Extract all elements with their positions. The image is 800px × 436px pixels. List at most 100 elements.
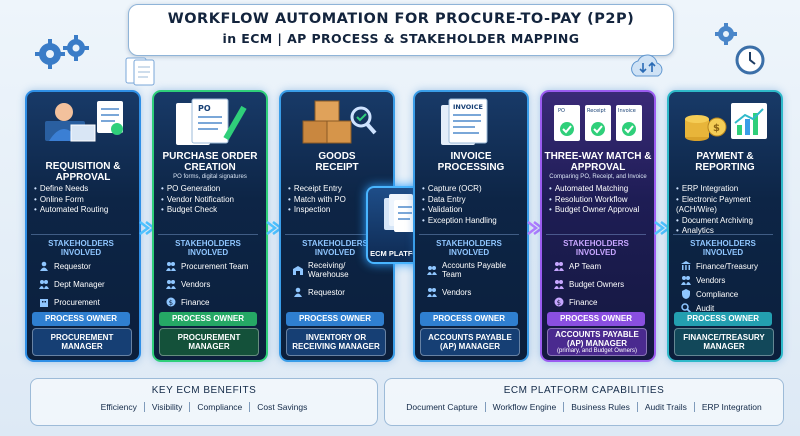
doc-label-po: PO — [558, 108, 565, 114]
people-icon — [39, 280, 49, 289]
stage-invoice-processing: INVOICE Invoice Processing Capture (OCR)… — [413, 90, 529, 362]
people-icon — [554, 262, 564, 271]
task-item: Exception Handling — [422, 216, 518, 227]
stakeholders-panel: Stakeholders Involved Finance/Treasury V… — [673, 234, 773, 313]
task-item: Budget Check — [161, 205, 257, 216]
people-icon — [554, 280, 564, 289]
process-owner-label: Process Owner — [674, 312, 772, 326]
people-icon — [427, 266, 437, 275]
stage-three-way-match: PO Receipt Invoice Three-Way Match & App… — [540, 90, 656, 362]
dollar-icon: $ — [166, 297, 176, 307]
benefit-item: Visibility — [143, 402, 190, 412]
people-icon — [427, 288, 437, 297]
platform-capabilities-panel: ECM Platform Capabilities Document Captu… — [384, 378, 784, 426]
stakeholder-item: $Finance — [166, 297, 258, 307]
stage-title: Three-Way Match & ApprovalComparing PO, … — [542, 151, 654, 181]
task-item: Budget Owner Approval — [549, 205, 645, 216]
capability-item: ERP Integration — [693, 402, 769, 412]
process-owner-name: Procurement Manager — [159, 328, 259, 356]
stage-subtitle: Comparing PO, Receipt, and Invoice — [549, 174, 647, 180]
benefit-item: Cost Savings — [249, 402, 314, 412]
gears-icon — [35, 35, 89, 69]
process-owner-label: Process Owner — [286, 312, 384, 326]
page-title: WORKFLOW AUTOMATION FOR PROCURE-TO-PAY (… — [167, 11, 635, 27]
stage-subtitle: PO forms, digital signatures — [173, 174, 247, 180]
stakeholders-panel: Stakeholders Involved Receiving/ Warehou… — [285, 234, 385, 311]
invoice-document-icon: INVOICE — [441, 98, 488, 145]
process-owner-label: Process Owner — [159, 312, 257, 326]
task-list: ERP Integration Electronic Payment (ACH/… — [676, 184, 772, 237]
bank-icon — [681, 261, 691, 270]
task-item: Match with PO — [288, 195, 384, 206]
task-item: Electronic Payment (ACH/Wire) — [676, 195, 768, 216]
person-icon — [40, 261, 48, 271]
stakeholders-panel: Stakeholders Involved Requestor Dept Man… — [31, 234, 131, 311]
person-laptop-icon — [45, 101, 123, 142]
capability-item: Document Capture — [406, 402, 478, 412]
stakeholders-title: Stakeholders Involved — [690, 239, 756, 257]
task-item: Vendor Notification — [161, 195, 257, 206]
benefit-item: Efficiency — [100, 402, 137, 412]
documents-icon — [125, 57, 155, 86]
task-item: Analytics — [676, 226, 772, 237]
task-item: Data Entry — [422, 195, 518, 206]
stakeholder-item: Procurement — [39, 297, 131, 307]
task-item: Online Form — [34, 195, 130, 206]
stakeholders-panel: Stakeholders Involved AP Team Budget Own… — [546, 234, 646, 311]
stakeholder-item: Vendors — [427, 287, 519, 297]
stage-title: Payment & Reporting — [695, 151, 755, 173]
stakeholder-item: Receiving/ Warehouse — [293, 261, 385, 279]
task-item: PO Generation — [161, 184, 257, 195]
platform-capabilities-title: ECM Platform Capabilities — [503, 385, 665, 396]
process-owner-label: Process Owner — [32, 312, 130, 326]
stakeholder-item: Procurement Team — [166, 261, 258, 271]
po-doc-label: PO — [198, 104, 211, 113]
task-list: Capture (OCR) Data Entry Validation Exce… — [422, 184, 518, 226]
task-item: ERP Integration — [676, 184, 772, 195]
task-item: Automated Routing — [34, 205, 130, 216]
doc-label-invoice: Invoice — [618, 108, 636, 114]
stage-payment-reporting: $ Payment & Reporting ERP Integration El… — [667, 90, 783, 362]
title-banner: WORKFLOW AUTOMATION FOR PROCURE-TO-PAY (… — [128, 4, 674, 56]
three-documents-check-icon: PO Receipt Invoice — [554, 105, 642, 141]
po-document-icon: PO — [176, 98, 247, 145]
task-list: Receipt Entry Match with PO Inspection — [288, 184, 384, 216]
people-icon — [166, 262, 176, 271]
invoice-doc-label: INVOICE — [453, 103, 483, 111]
boxes-icon — [302, 100, 377, 144]
stage-title: Invoice Processing — [437, 151, 505, 173]
stakeholder-item: Finance/Treasury — [681, 261, 773, 271]
svg-text:$: $ — [713, 123, 720, 134]
ecm-platform-label: ECM PLATFORM — [370, 249, 430, 258]
process-owner-name: Inventory or Receiving Manager — [286, 328, 386, 356]
key-benefits-panel: Key ECM Benefits Efficiency Visibility C… — [30, 378, 378, 426]
task-item: Validation — [422, 205, 518, 216]
task-item: Define Needs — [34, 184, 130, 195]
stakeholder-item: Dept Manager — [39, 279, 131, 289]
coins-chart-icon: $ — [685, 103, 767, 141]
people-icon — [166, 280, 176, 289]
stakeholder-item: Vendors — [166, 279, 258, 289]
doc-label-receipt: Receipt — [587, 108, 606, 114]
person-icon — [294, 287, 302, 297]
stakeholders-panel: Stakeholders Involved Accounts Payable T… — [419, 234, 519, 311]
task-item: Automated Matching — [549, 184, 645, 195]
stakeholder-item: $Finance — [554, 297, 646, 307]
stakeholder-item: Accounts Payable Team — [427, 261, 519, 279]
capability-item: Audit Trails — [636, 402, 694, 412]
process-owner-label: Process Owner — [420, 312, 518, 326]
clock-icon — [735, 45, 765, 75]
stakeholder-item: Requestor — [293, 287, 385, 297]
task-list: PO Generation Vendor Notification Budget… — [161, 184, 257, 216]
stakeholders-title: Stakeholders Involved — [302, 239, 368, 257]
stage-requisition: Requisition & Approval Define Needs Onli… — [25, 90, 141, 362]
stage-purchase-order: PO Purchase Order CreationPO forms, digi… — [152, 90, 268, 362]
process-owner-name: Accounts Payable (AP) Manager (primary, … — [547, 328, 647, 356]
key-benefits-title: Key ECM Benefits — [151, 385, 257, 396]
people-icon — [681, 276, 691, 285]
capability-item: Workflow Engine — [484, 402, 564, 412]
task-item: Capture (OCR) — [422, 184, 518, 195]
process-owner-name: Finance/Treasury Manager — [674, 328, 774, 356]
task-item: Receipt Entry — [288, 184, 384, 195]
process-owner-name: Accounts Payable (AP) Manager — [420, 328, 520, 356]
